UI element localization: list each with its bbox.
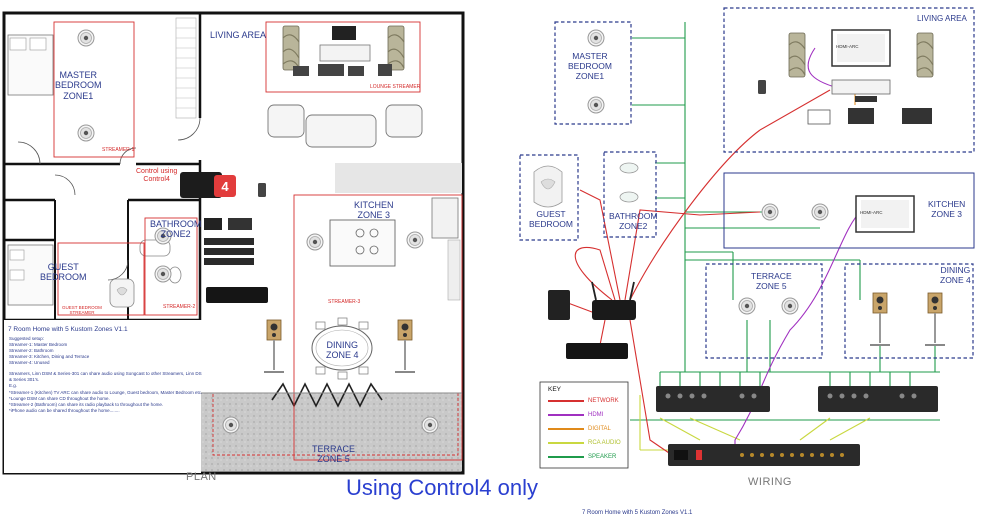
plan-dining-line1: DINING [326, 340, 359, 350]
key-swatch-digital [548, 428, 584, 430]
key-label-network: NETWORK [588, 398, 619, 404]
key-row-hdmi: HDMI [548, 412, 603, 418]
wiring-guest-line2: BEDROOM [529, 218, 573, 229]
notes-line: E.g. [9, 383, 18, 389]
key-row-rca: RCA AUDIO [548, 440, 621, 446]
plan-guest-streamer-line2: STREAMER [69, 310, 95, 316]
plan-control4-label: Control using Control4 [136, 168, 177, 184]
plan-master-line2: BEDROOM [55, 80, 102, 91]
wiring-kitchen-label: KITCHEN ZONE 3 [928, 199, 966, 220]
plan-bathroom-line1: BATHROOM [150, 219, 202, 229]
plan-lounge-streamer-label: LOUNGE STREAMER [370, 84, 421, 90]
svg-text:4: 4 [221, 179, 229, 194]
plan-terrace-line2: ZONE 5 [317, 454, 350, 465]
plan-streamer2-label: STREAMER-2 [163, 304, 196, 310]
wiring-hdmi-arc-living: HDMI-ARC [836, 44, 859, 49]
wiring-bathroom-label: BATHROOM ZONE2 [609, 211, 658, 232]
wiring-master-label: MASTER BEDROOM ZONE1 [568, 51, 612, 81]
wiring-terrace-line1: TERRACE [751, 271, 792, 281]
key-swatch-speaker [548, 456, 584, 458]
wiring-kitchen-line1: KITCHEN [928, 199, 966, 209]
plan-footer-label: PLAN [186, 471, 217, 483]
notes-line: Suggested setup: [9, 336, 45, 341]
wiring-kitchen-line2: ZONE 3 [931, 208, 962, 219]
plan-bathroom-line2: ZONE2 [160, 229, 191, 240]
plan-kitchen-line1: KITCHEN [354, 200, 394, 210]
notes-line: Streamer-1: Master Bedroom [9, 342, 68, 348]
wiring-dining-label: DINING ZONE 4 [940, 265, 971, 286]
wiring-master-line3: ZONE1 [575, 70, 605, 81]
wiring-dining-line2: ZONE 4 [940, 274, 971, 285]
plan-master-line3: ZONE1 [63, 90, 94, 101]
key-label-speaker: SPEAKER [588, 454, 617, 460]
plan-streamer1-label: STREAMER-1 [102, 147, 135, 153]
wiring-bathroom-line2: ZONE2 [619, 220, 648, 231]
plan-control-line2: Control4 [143, 176, 170, 184]
plan-master-bedroom-label: MASTER BEDROOM ZONE1 [55, 70, 102, 101]
notes-line: *iPhone audio can be shared throughout t… [9, 407, 120, 413]
key-row-network: NETWORK [548, 398, 619, 404]
plan-master-line1: MASTER [59, 70, 98, 80]
key-title: KEY [548, 386, 562, 393]
wiring-footer-label: WIRING [748, 476, 792, 488]
plan-guest-streamer-label: GUEST BEDROOM STREAMER [62, 305, 102, 315]
wiring-living-area-label: LIVING AREA [917, 14, 967, 23]
wiring-diagram [519, 7, 975, 469]
key-row-speaker: SPEAKER [548, 454, 616, 460]
plan-guest-line2: BEDROOM [40, 272, 87, 283]
wiring-guest-line1: GUEST [536, 209, 566, 219]
wiring-guest-label: GUEST BEDROOM [529, 209, 573, 230]
key-row-digital: DIGITAL [548, 426, 611, 432]
plan-dining-label: DINING ZONE 4 [326, 340, 359, 361]
plan-dining-line2: ZONE 4 [326, 350, 359, 361]
wiring-dining-line1: DINING [940, 265, 971, 275]
plan-kitchen-line2: ZONE 3 [357, 210, 391, 221]
notes-line: & Series 301's. [9, 377, 40, 383]
center-title: Using Control4 only [346, 475, 538, 500]
notes-line: Streamer-2: Bathroom [9, 348, 54, 354]
plan-control-line1: Control using [136, 168, 178, 175]
key-label-hdmi: HDMI [588, 412, 604, 418]
key-label-rca: RCA AUDIO [588, 440, 621, 446]
notes-body: Suggested setup: Streamer-1: Master Bedr… [9, 336, 202, 414]
plan-terrace-label: TERRACE ZONE 5 [312, 444, 355, 465]
plan-streamer3-label: STREAMER-3 [328, 299, 361, 305]
notes-line: *Streamer-1 (Kitchen) TV ARC can share a… [9, 389, 203, 395]
floor-plan: 4 [2, 11, 465, 475]
wiring-terrace-label: TERRACE ZONE 5 [751, 271, 792, 292]
notes-panel [4, 320, 201, 473]
wiring-terrace-line2: ZONE 5 [755, 280, 787, 291]
bottom-caption: 7 Room Home with 5 Kustom Zones V1.1 [582, 510, 693, 516]
plan-bathroom-label: BATHROOM ZONE2 [150, 219, 201, 240]
plan-guest-line1: GUEST [47, 262, 79, 272]
plan-guest-streamer-line1: GUEST BEDROOM [62, 305, 102, 310]
notes-line: Streamer-3: Kitchen, Dining and Terrace [9, 354, 90, 360]
notes-title: 7 Room Home with 5 Kustom Zones V1.1 [8, 326, 128, 333]
key-swatch-rca [548, 442, 584, 444]
plan-terrace-line1: TERRACE [312, 444, 356, 454]
key-label-digital: DIGITAL [588, 426, 611, 432]
notes-line: Streamer-4: Unused [9, 360, 50, 366]
wiring-master-line1: MASTER [572, 51, 608, 61]
notes-line: Streamers, Linn DSM & Series-301 can sha… [9, 371, 202, 377]
wiring-bathroom-line1: BATHROOM [609, 211, 658, 221]
wiring-hdmi-arc-kitchen: HDMI-ARC [860, 210, 883, 215]
key-swatch-hdmi [548, 414, 584, 416]
notes-line: *Streamer-2 (Bathroom) can share its rad… [9, 401, 164, 407]
key-swatch-network [548, 400, 584, 402]
wiring-master-line2: BEDROOM [568, 60, 612, 71]
plan-living-area-label: LIVING AREA [210, 30, 267, 40]
notes-line: *Lounge DSM can share CD throughout the … [9, 395, 110, 401]
plan-kitchen-label: KITCHEN ZONE 3 [354, 200, 394, 221]
plan-guest-bedroom-label: GUEST BEDROOM [40, 262, 87, 283]
